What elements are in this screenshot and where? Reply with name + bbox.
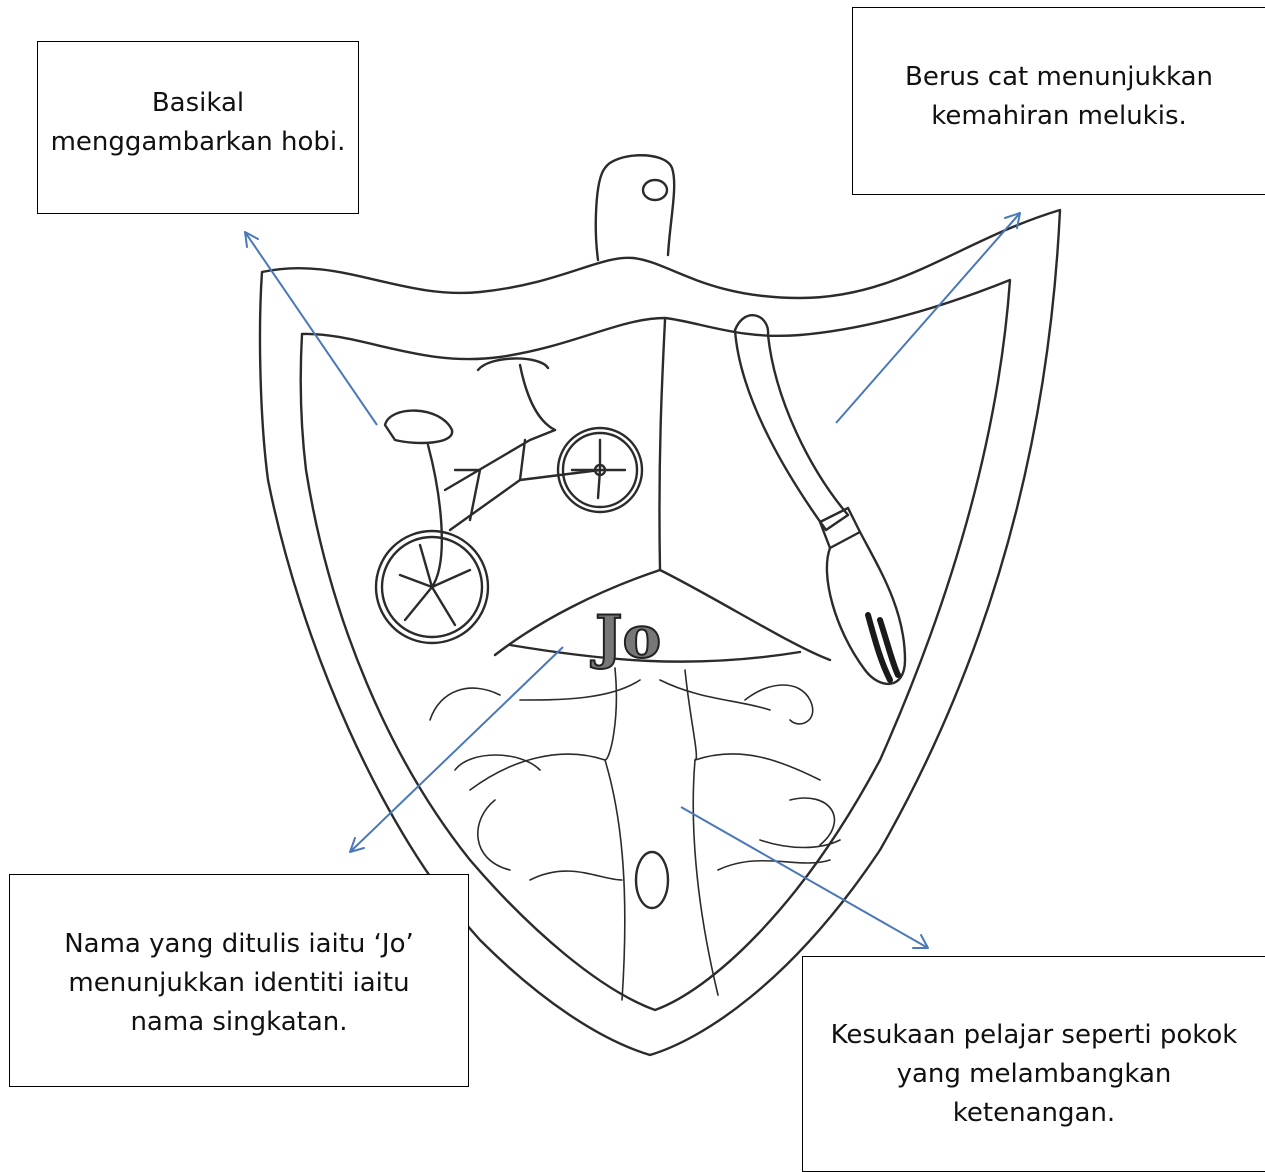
bicycle-seat <box>385 411 452 443</box>
callout-name: Nama yang ditulis iaitu ‘Jo’ menunjukkan… <box>9 874 469 1087</box>
bicycle-drawing <box>376 358 642 643</box>
callout-tree-line-3: ketenangan. <box>831 1094 1238 1133</box>
callout-tree-line-1: Kesukaan pelajar seperti pokok <box>831 1016 1238 1055</box>
callout-bicycle-line-1: Basikal <box>51 84 346 123</box>
callout-tree-line-2: yang melambangkan <box>831 1055 1238 1094</box>
divider-right <box>660 570 830 660</box>
callout-brush: Berus cat menunjukkan kemahiran melukis. <box>852 7 1265 195</box>
callout-brush-line-2: kemahiran melukis. <box>905 97 1213 136</box>
bicycle-frame <box>428 430 600 587</box>
arrow-name <box>350 647 563 852</box>
callout-name-line-1: Nama yang ditulis iaitu ‘Jo’ <box>64 925 414 964</box>
callout-name-line-2: menunjukkan identiti iaitu <box>64 964 414 1003</box>
arrow-bicycle <box>245 232 377 425</box>
hanging-loop <box>596 155 674 260</box>
tree-canopy-right <box>745 685 840 848</box>
hanging-hole <box>643 180 667 200</box>
callout-bicycle-line-2: menggambarkan hobi. <box>51 123 346 162</box>
name-jo-drawing: Jo <box>590 603 661 671</box>
divider-vertical <box>659 320 665 570</box>
name-jo-text: Jo <box>590 603 661 671</box>
bicycle-handlebar <box>478 358 555 430</box>
callout-brush-line-1: Berus cat menunjukkan <box>905 58 1213 97</box>
callout-bicycle: Basikal menggambarkan hobi. <box>37 41 359 214</box>
callout-tree: Kesukaan pelajar seperti pokok yang mela… <box>802 956 1265 1172</box>
brush-handle <box>735 315 848 530</box>
callout-name-line-3: nama singkatan. <box>64 1003 414 1042</box>
arrow-brush <box>836 213 1020 423</box>
paintbrush-drawing <box>735 315 905 684</box>
tree-hollow <box>636 852 668 908</box>
